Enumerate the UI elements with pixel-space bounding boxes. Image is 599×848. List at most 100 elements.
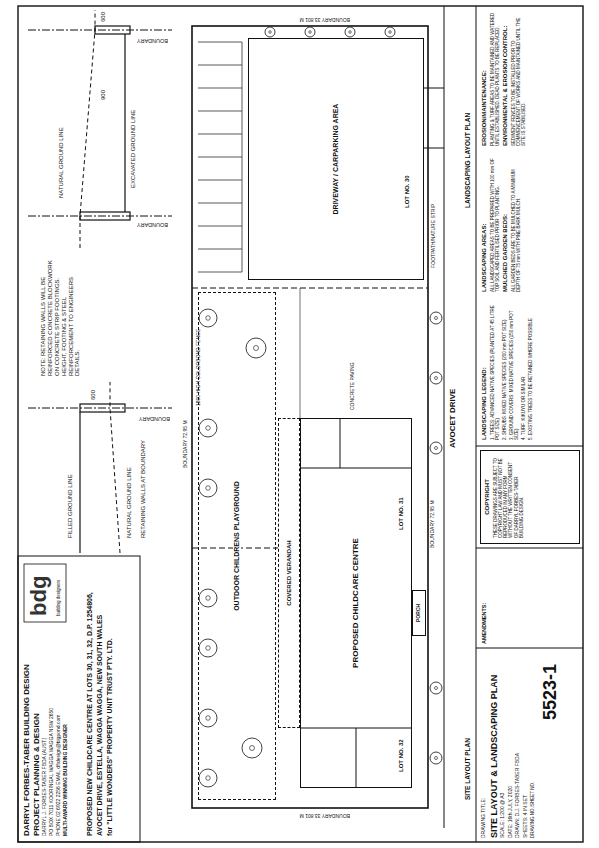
- tree-trunk: [435, 377, 438, 380]
- boundary-dimension: BOUNDARY 33.801 M: [300, 812, 350, 818]
- tree-symbol: [345, 27, 355, 37]
- title-block-text: DRAWING NO./SHEET NO.: [530, 653, 535, 838]
- title-block-text: PROJECT PLANNING & DESIGN: [32, 626, 41, 836]
- natural-ground-line: [110, 382, 120, 553]
- tree-trunk: [206, 596, 211, 601]
- title-block-text: LANDSCAPING AREAS:: [481, 154, 488, 292]
- tree-trunk: [349, 31, 352, 34]
- parking-bay-line: [198, 203, 242, 204]
- excavated-ground-line: [124, 34, 125, 212]
- verandah-area: COVERED VERANDAH: [278, 418, 300, 728]
- parking-bay-line: [198, 42, 242, 43]
- drawing-label: RETAINING WALLS AT BOUNDARY: [140, 418, 147, 538]
- tree-symbol: [199, 639, 217, 657]
- tree-symbol: [246, 338, 266, 358]
- parking-bay-line: [198, 134, 242, 135]
- tree-symbol: [199, 589, 217, 607]
- drawing-label: BOUNDARY: [137, 38, 168, 44]
- tree-symbol: [199, 479, 217, 497]
- tree-trunk: [435, 317, 438, 320]
- tree-symbol: [199, 309, 217, 327]
- title-strip-rule: [476, 6, 477, 842]
- driveway-edge: [424, 148, 444, 149]
- tree-trunk: [206, 426, 211, 431]
- title-block-text: PO BOX 7011 KOORINGAL WAGGA WAGGA NSW 26…: [49, 626, 55, 836]
- title-block-text: MULCHED GARDEN BEDS:: [502, 154, 509, 292]
- internal-wall: [340, 418, 341, 468]
- parking-bay-line: [198, 157, 242, 158]
- parking-bay-line: [198, 65, 242, 66]
- node-body: THESE DRAWINGS ARE SUBJECT TO COPYRIGHT …: [493, 454, 524, 540]
- node-label: PROPOSED CHILDCARE CENTRE: [351, 536, 360, 670]
- boundary-dimension: BOUNDARY 33.801 M: [300, 16, 350, 22]
- node-label: PORCH: [416, 602, 422, 624]
- logo-text: building designers: [56, 580, 61, 616]
- tree-trunk: [206, 646, 211, 651]
- lot-label: LOT NO. 30: [404, 175, 411, 208]
- title-block-text: MULTI-AWARD WINNING BUILDING DESIGNER: [63, 626, 69, 836]
- title-block-text: DATE: 16th JULY, 2020: [508, 653, 514, 838]
- node-label: OUTDOOR CHILDRENS PLAYGROUND: [233, 479, 241, 613]
- parking-bay-line: [198, 249, 242, 250]
- tree-symbol: [430, 372, 442, 384]
- tree-trunk: [269, 31, 272, 34]
- dimension: 900: [100, 90, 107, 100]
- paving-note: CONCRETE PAVING: [350, 362, 356, 410]
- title-block-text: PROPOSED NEW CHILDCARE CENTRE AT LOTS 30…: [86, 562, 94, 836]
- title-block-text: PHONE 02 6922 2256 EMAIL dftdesign@bigpo…: [56, 626, 62, 836]
- title-block-text: ALL GARDEN BEDS ARE TO BE MULCHED TO A M…: [511, 154, 521, 292]
- title-block-text: PLANTING & TURF AREAS TO BE MAINTAINED A…: [490, 10, 500, 146]
- parking-bay-line: [198, 111, 242, 112]
- kerb-line: [444, 6, 445, 828]
- tree-symbol: [199, 709, 217, 727]
- street-label: FOOTPATH/NATURE STRIP: [431, 204, 437, 268]
- drawing-number: 5523-1: [540, 664, 561, 720]
- parking-bay-line: [198, 226, 242, 227]
- drawing-label: FILLED GROUND LINE: [67, 474, 74, 538]
- drawing-title: SITE LAYOUT & LANDSCAPING PLAN: [489, 653, 499, 838]
- porch-box: PORCH: [412, 590, 426, 636]
- drawing-label: EXCAVATED GROUND LINE: [130, 110, 137, 188]
- drawing-label: BOUNDARY: [139, 416, 170, 422]
- copyright-box: COPYRIGHTTHESE DRAWINGS ARE SUBJECT TO C…: [480, 450, 580, 544]
- title-block-text: 3. GROUND COVERS: MIXED NATIVE SPECIES (…: [509, 300, 519, 440]
- retaining-wall: [80, 404, 125, 412]
- parking-bay-line: [198, 272, 242, 273]
- tree-trunk: [309, 31, 312, 34]
- drawing-label: NATURAL GROUND LINE: [58, 127, 65, 198]
- title-block-text: 2. SHRUBS: MIXED NATIVE SPECIES (200 mm …: [502, 300, 507, 440]
- driveway-edge: [424, 88, 444, 89]
- tree-symbol: [430, 752, 442, 764]
- street-name: AVOCET DRIVE: [448, 389, 457, 448]
- node-label: COPYRIGHT: [484, 454, 491, 540]
- title-strip-divider: [476, 548, 583, 549]
- site-boundary: [192, 26, 428, 808]
- title-block-text: ALL LANDSCAPED AREAS TO BE PREPARED WITH…: [490, 154, 500, 292]
- lot-label: LOT NO. 31: [398, 497, 405, 530]
- title-block-text: 5. EXISTING TREES TO BE RETAINED WHERE P…: [528, 300, 533, 440]
- logo-frame: [24, 564, 66, 622]
- tree-symbol: [385, 27, 395, 37]
- carpark-area: DRIVEWAY / CARPARKING AREA: [248, 38, 424, 280]
- building-outline: PROPOSED CHILDCARE CENTRE: [300, 418, 412, 788]
- title-block-text: SEDIMENT FENCES TO BE INSTALLED PRIOR TO…: [511, 10, 527, 146]
- tree-trunk: [206, 486, 211, 491]
- paving-edge: [300, 288, 301, 418]
- tree-trunk: [206, 776, 211, 781]
- title-block-text: SHEETS: 4 IN SET: [523, 653, 529, 838]
- retaining-wall: [80, 212, 130, 220]
- section-note: NOTE: RETAINING WALLS WILL BE REINFORCED…: [40, 258, 81, 376]
- tree-trunk: [435, 687, 438, 690]
- retaining-wall: [95, 26, 130, 34]
- logo-text: bdg: [26, 576, 51, 616]
- node-label: COVERED VERANDAH: [286, 538, 293, 607]
- lot-line: [192, 288, 428, 289]
- boundary-dimension: BOUNDARY 72.95 M: [183, 420, 189, 468]
- parking-bay-line: [242, 42, 243, 272]
- title-block-text: for "LITTLE WONDERS" PROPERTY UNIT TRUST…: [106, 562, 114, 836]
- boundary-line: [28, 216, 172, 217]
- boundary-line: [28, 408, 172, 409]
- drawing-label: NATURAL GROUND LINE: [126, 467, 133, 538]
- sheet-border: [18, 6, 583, 842]
